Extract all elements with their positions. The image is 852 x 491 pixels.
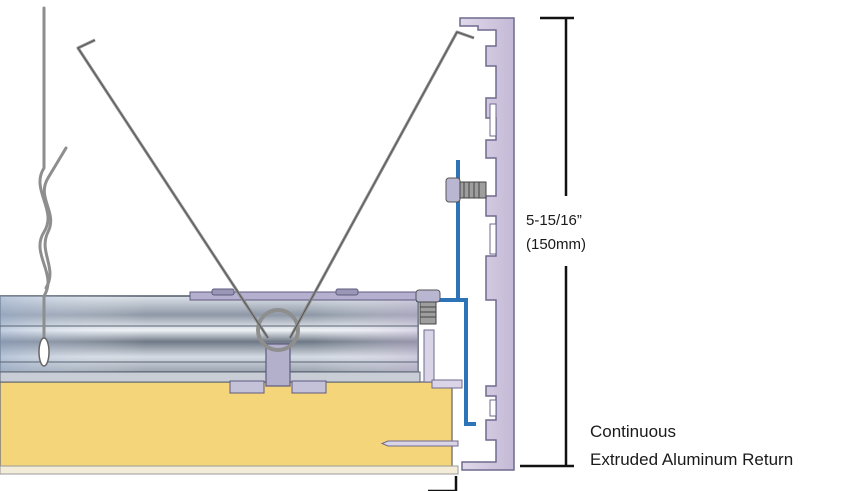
grid-channel [0, 288, 463, 394]
caption-line-1: Continuous [590, 422, 676, 441]
v-hanger-wire-outline [77, 31, 475, 339]
caption-line-2: Extruded Aluminum Return [590, 450, 793, 469]
dimension-metric: (150mm) [526, 236, 586, 253]
insulation-pin [380, 440, 459, 447]
dimension-value: 5-15/16” [526, 212, 582, 229]
insulation-panel [0, 381, 459, 475]
dimension-line [428, 16, 574, 491]
twisted-suspension-wire [38, 6, 68, 367]
bracket-screw [445, 177, 487, 203]
aluminum-return-extrusion [459, 17, 515, 471]
channel-screw [415, 289, 441, 325]
